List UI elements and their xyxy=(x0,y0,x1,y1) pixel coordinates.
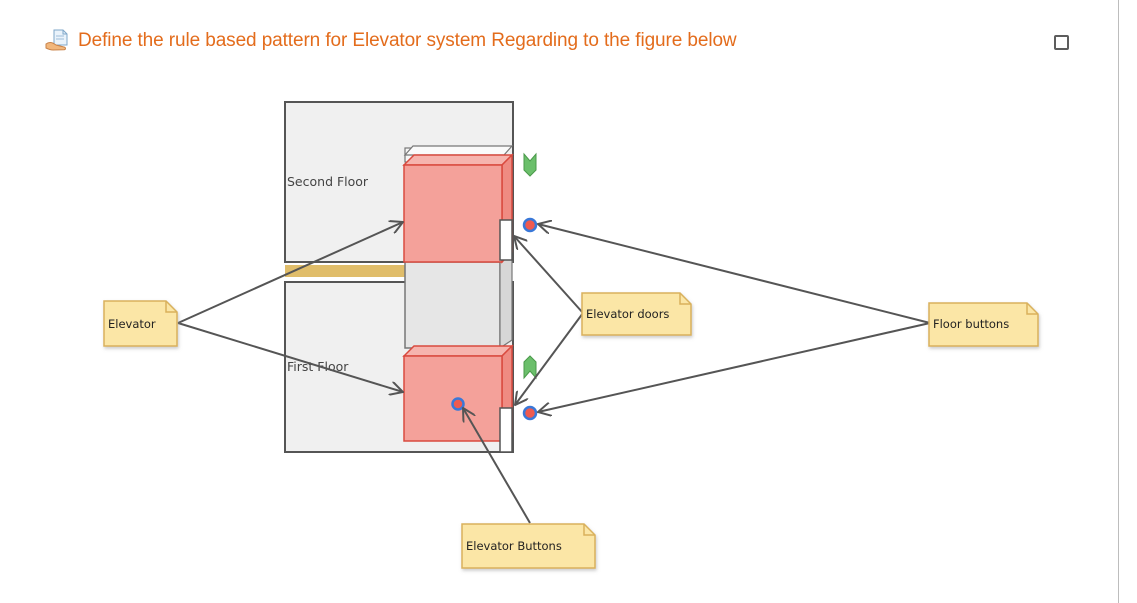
question-title-link[interactable]: Define the rule based pattern for Elevat… xyxy=(78,30,737,51)
hand-document-icon xyxy=(44,28,72,54)
elevator-door-upper xyxy=(499,219,513,261)
shaft-side xyxy=(499,252,513,350)
note-floor-buttons xyxy=(928,302,1039,347)
elevator-car-lower xyxy=(402,344,514,444)
upper-shaft-top-bevel xyxy=(403,145,514,156)
question-header: Define the rule based pattern for Elevat… xyxy=(44,27,737,55)
note-elevator-buttons-label: Elevator Buttons xyxy=(466,539,562,553)
up-indicator-icon xyxy=(523,355,537,380)
content-border xyxy=(1118,0,1119,603)
note-elevator-buttons xyxy=(461,523,596,569)
note-elevator xyxy=(103,300,178,347)
second-floor-label: Second Floor xyxy=(287,174,369,189)
elevator-button-icon xyxy=(451,397,465,411)
note-elevator-doors xyxy=(581,292,692,336)
floor-button-upper-icon xyxy=(522,217,538,233)
note-elevator-label: Elevator xyxy=(108,317,156,331)
connector-arrows xyxy=(177,222,931,524)
down-indicator-icon xyxy=(523,152,537,177)
shaft-column xyxy=(404,261,501,349)
note-elevator-doors-label: Elevator doors xyxy=(586,307,669,321)
elevator-door-lower xyxy=(499,407,513,453)
note-floor-buttons-label: Floor buttons xyxy=(933,317,1009,331)
elevator-car-upper xyxy=(402,153,514,264)
floor-button-lower-icon xyxy=(522,405,538,421)
floor-beam xyxy=(285,265,405,277)
flag-question-checkbox[interactable] xyxy=(1054,35,1069,50)
